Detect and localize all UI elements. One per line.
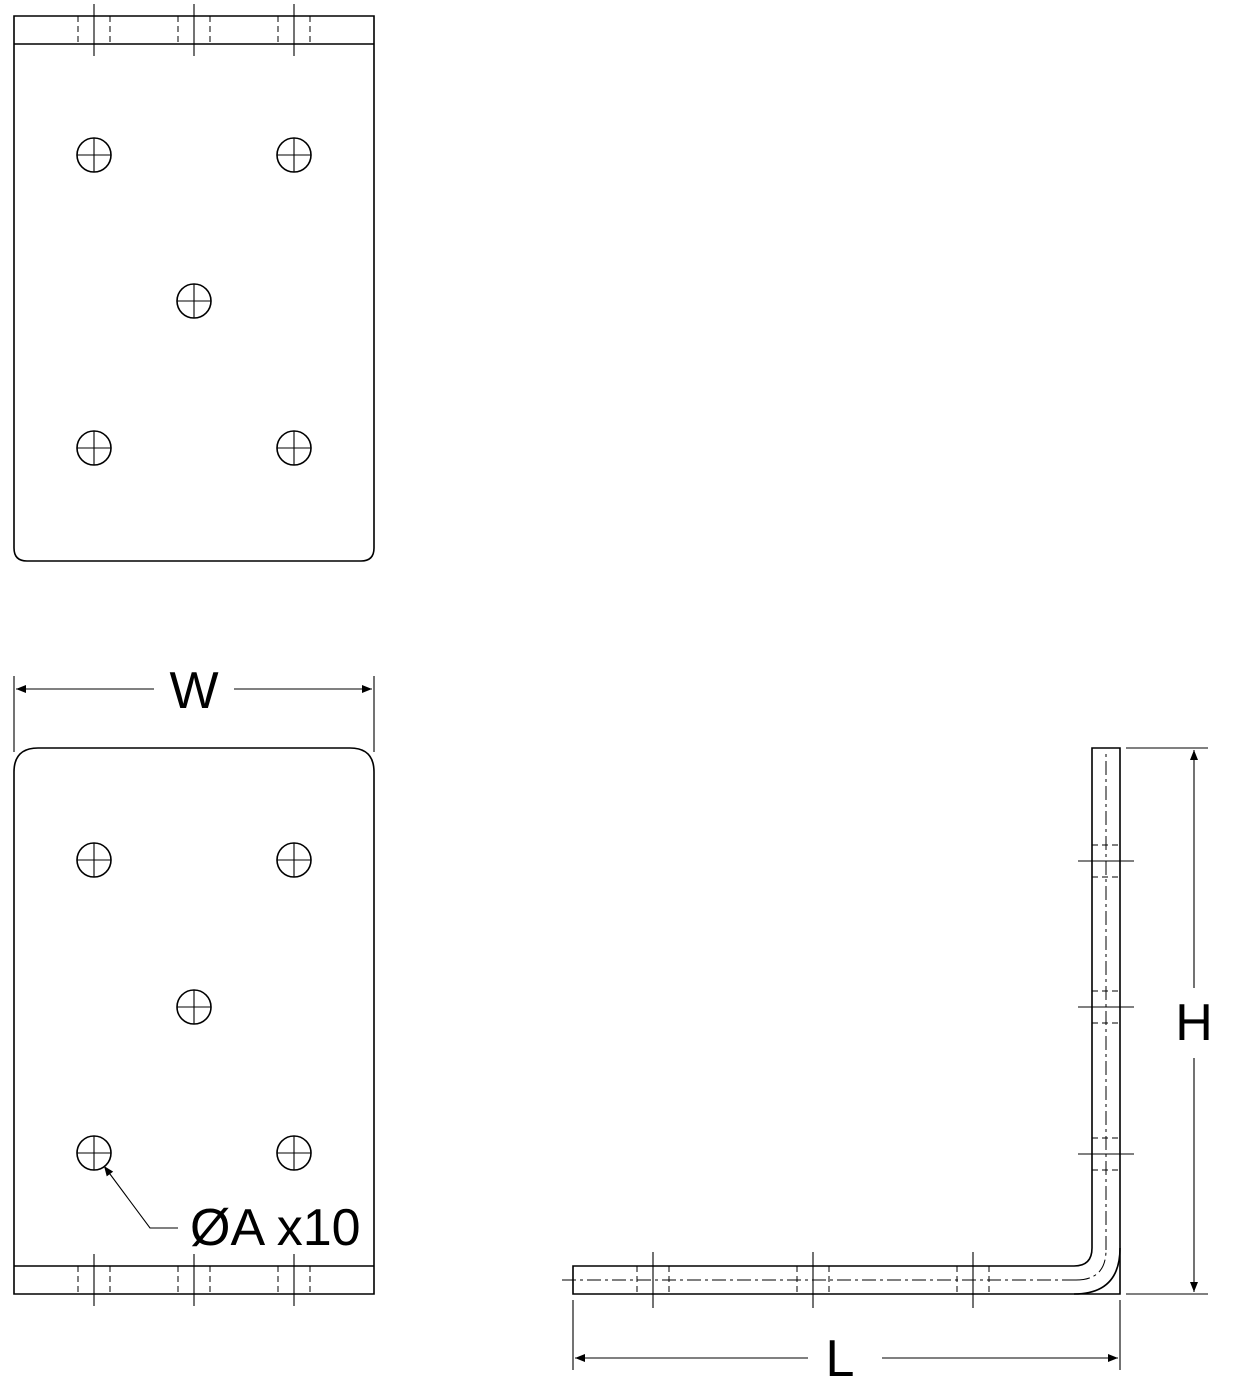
bend-radius bbox=[1073, 1247, 1121, 1295]
hole bbox=[276, 1135, 312, 1171]
hole bbox=[276, 137, 312, 173]
leg-hole bbox=[1078, 1137, 1134, 1171]
front-view: W bbox=[13, 662, 375, 1306]
bottom-flange-holes bbox=[77, 1254, 311, 1306]
leg-hole bbox=[1078, 990, 1134, 1024]
hole bbox=[176, 989, 212, 1025]
top-view-outline bbox=[13, 15, 375, 562]
height-label: H bbox=[1175, 994, 1213, 1052]
front-view-outline bbox=[13, 747, 375, 1295]
top-flange-holes bbox=[77, 4, 311, 56]
length-dimension: L bbox=[572, 1300, 1121, 1388]
width-label: W bbox=[169, 662, 218, 720]
side-view: H L bbox=[562, 747, 1213, 1388]
flange-hole bbox=[77, 4, 111, 56]
leg-hole bbox=[636, 1252, 670, 1308]
flange-hole bbox=[177, 4, 211, 56]
hole-callout-label: ØA x10 bbox=[190, 1199, 361, 1257]
flange-hole bbox=[77, 1254, 111, 1306]
hole bbox=[76, 430, 112, 466]
leg-hole bbox=[1078, 844, 1134, 878]
height-dimension: H bbox=[1126, 747, 1213, 1295]
width-dimension: W bbox=[13, 662, 375, 752]
leg-hole bbox=[956, 1252, 990, 1308]
hole bbox=[76, 1135, 112, 1171]
length-label: L bbox=[826, 1330, 855, 1388]
hole bbox=[76, 842, 112, 878]
flange-hole bbox=[277, 1254, 311, 1306]
hole bbox=[76, 137, 112, 173]
leg-hole bbox=[796, 1252, 830, 1308]
bend-centerline bbox=[1075, 1249, 1107, 1281]
flange-hole bbox=[277, 4, 311, 56]
hole bbox=[276, 842, 312, 878]
hole bbox=[176, 283, 212, 319]
bracket-profile bbox=[572, 747, 1121, 1295]
hole-callout: ØA x10 bbox=[103, 1165, 361, 1257]
hole bbox=[276, 430, 312, 466]
flange-hole bbox=[177, 1254, 211, 1306]
top-view bbox=[13, 4, 375, 562]
